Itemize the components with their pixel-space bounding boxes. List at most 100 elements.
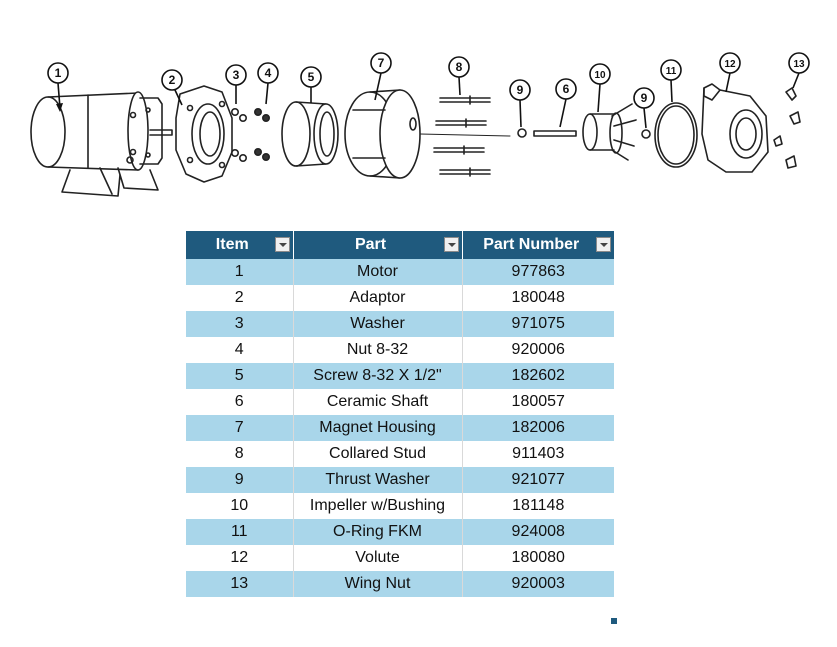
part-cell: Nut 8-32 xyxy=(293,337,463,363)
volute-part xyxy=(701,83,769,173)
part-number-cell: 920006 xyxy=(462,337,614,363)
magnet-housing-part xyxy=(344,89,421,179)
callout-12: 12 xyxy=(719,52,741,93)
part-cell: Washer xyxy=(293,311,463,337)
svg-text:1: 1 xyxy=(55,66,62,80)
part-number-cell: 977863 xyxy=(462,259,614,285)
svg-text:8: 8 xyxy=(456,60,463,74)
item-cell: 13 xyxy=(186,571,294,597)
callout-10: 10 xyxy=(589,63,611,113)
part-number-cell: 924008 xyxy=(462,519,614,545)
filter-dropdown-icon[interactable] xyxy=(274,237,290,252)
adaptor-part xyxy=(175,85,233,183)
item-cell: 10 xyxy=(186,493,294,519)
item-cell: 9 xyxy=(186,467,294,493)
ceramic-shaft-part xyxy=(533,130,577,137)
callout-9a: 9 xyxy=(509,79,531,128)
part-number-cell: 181148 xyxy=(462,493,614,519)
callout-6: 6 xyxy=(555,78,577,128)
part-cell: Thrust Washer xyxy=(293,467,463,493)
svg-text:3: 3 xyxy=(233,68,240,82)
part-number-cell: 911403 xyxy=(462,441,614,467)
part-cell: Ceramic Shaft xyxy=(293,389,463,415)
item-cell: 4 xyxy=(186,337,294,363)
svg-text:10: 10 xyxy=(594,70,606,81)
svg-text:5: 5 xyxy=(308,70,315,84)
svg-text:6: 6 xyxy=(563,82,570,96)
magnet-cup-part xyxy=(281,101,339,167)
svg-text:7: 7 xyxy=(378,56,385,70)
washer-part xyxy=(231,108,248,163)
svg-text:4: 4 xyxy=(265,66,272,80)
part-number-cell: 182602 xyxy=(462,363,614,389)
item-cell: 7 xyxy=(186,415,294,441)
nut-part xyxy=(254,108,270,162)
item-cell: 1 xyxy=(186,259,294,285)
svg-text:11: 11 xyxy=(666,66,677,77)
part-number-cell: 180048 xyxy=(462,285,614,311)
part-cell: Collared Stud xyxy=(293,441,463,467)
callout-5: 5 xyxy=(300,66,322,103)
item-cell: 5 xyxy=(186,363,294,389)
part-number-cell: 180080 xyxy=(462,545,614,571)
item-cell: 11 xyxy=(186,519,294,545)
part-number-cell: 180057 xyxy=(462,389,614,415)
part-cell: Motor xyxy=(293,259,463,285)
filter-dropdown-icon[interactable] xyxy=(596,237,611,252)
part-number-cell: 182006 xyxy=(462,415,614,441)
callout-11: 11 xyxy=(660,59,682,103)
column-header-part-number: Part Number xyxy=(462,231,614,259)
column-header-label: Part xyxy=(354,236,387,253)
table-resize-handle[interactable] xyxy=(611,618,617,624)
part-cell: Adaptor xyxy=(293,285,463,311)
callout-2: 2 xyxy=(161,69,183,106)
wing-nut-part xyxy=(773,87,801,169)
callout-4: 4 xyxy=(257,62,279,105)
item-cell: 3 xyxy=(186,311,294,337)
svg-text:9: 9 xyxy=(641,91,648,105)
table-header-row: Item Part Part Number xyxy=(186,231,614,259)
item-cell: 12 xyxy=(186,545,294,571)
callout-9b: 9 xyxy=(633,87,655,129)
callout-1: 1 xyxy=(47,62,69,112)
callout-7: 7 xyxy=(370,52,392,101)
svg-text:2: 2 xyxy=(169,73,176,87)
item-cell: 6 xyxy=(186,389,294,415)
column-header-part: Part xyxy=(293,231,463,259)
impeller-part xyxy=(582,103,637,161)
part-cell: O-Ring FKM xyxy=(293,519,463,545)
thrust-washer-part xyxy=(517,128,651,139)
svg-text:9: 9 xyxy=(517,83,524,97)
column-header-item: Item xyxy=(186,231,294,259)
o-ring-part xyxy=(654,102,698,168)
motor-part xyxy=(30,91,173,197)
column-header-label: Item xyxy=(215,236,249,253)
callout-13: 13 xyxy=(788,52,810,89)
part-number-cell: 971075 xyxy=(462,311,614,337)
part-cell: Screw 8-32 X 1/2" xyxy=(293,363,463,389)
filter-dropdown-icon[interactable] xyxy=(443,237,459,252)
item-cell: 2 xyxy=(186,285,294,311)
part-number-cell: 920003 xyxy=(462,571,614,597)
callout-8: 8 xyxy=(448,56,470,96)
part-cell: Magnet Housing xyxy=(293,415,463,441)
svg-text:13: 13 xyxy=(793,59,805,70)
exploded-pump-diagram: 1 2 3 4 5 7 8 xyxy=(30,52,810,197)
collared-stud-part xyxy=(433,95,491,177)
part-number-cell: 921077 xyxy=(462,467,614,493)
part-cell: Volute xyxy=(293,545,463,571)
svg-text:12: 12 xyxy=(724,59,736,70)
